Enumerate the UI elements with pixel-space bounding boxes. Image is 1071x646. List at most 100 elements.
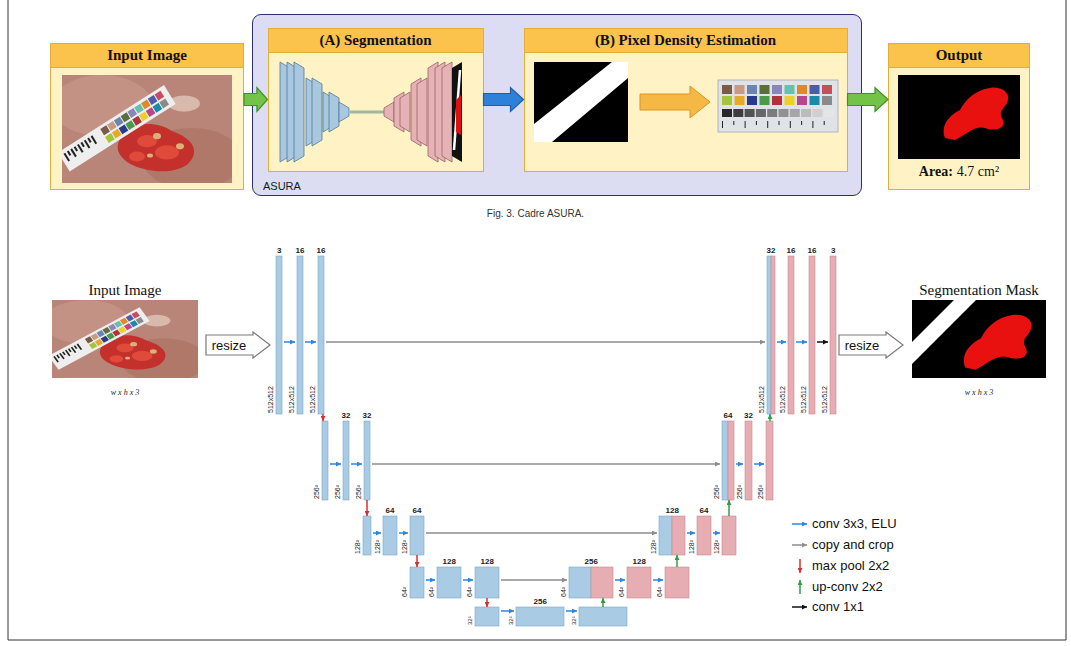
label-holder: 512x512	[821, 413, 848, 421]
ruler-tick	[67, 150, 71, 155]
label-holder: 256²	[736, 499, 750, 507]
feature-map	[516, 607, 564, 626]
wound-detail	[147, 153, 153, 157]
ruler-tick	[56, 355, 60, 359]
wound	[100, 335, 166, 369]
grey-patch	[801, 109, 811, 117]
feature-map	[364, 421, 370, 500]
skin	[62, 75, 232, 183]
chart-patch	[760, 85, 770, 94]
checker-patch	[112, 129, 122, 139]
feature-map	[343, 421, 349, 500]
checker-patch	[139, 112, 149, 122]
wound-detail	[155, 145, 179, 159]
conv-arrow	[284, 341, 295, 343]
chart-patch	[772, 85, 782, 94]
label-holder: 128²	[650, 554, 664, 562]
channel-count: 64	[724, 411, 733, 420]
figure-caption: Fig. 3. Cadre ASURA.	[487, 208, 584, 220]
feature-size: 64²	[466, 587, 474, 597]
label-holder: 3	[831, 246, 835, 255]
conv-arrow	[399, 532, 408, 534]
chart-patch	[735, 85, 745, 94]
up-conv-arrow	[676, 555, 678, 567]
feature-size: 512x512	[821, 386, 829, 413]
label-holder: 256	[534, 597, 547, 606]
area-text: 4.7 cm²	[957, 164, 999, 179]
channel-count: 128	[633, 557, 646, 566]
chart-patch	[722, 96, 732, 105]
decoder-layer	[400, 92, 410, 132]
copy-crop-arrow	[501, 579, 567, 581]
skin-tone	[121, 338, 198, 378]
segmentation-box: (A) Segmentation	[268, 28, 484, 172]
chart-patch	[760, 96, 770, 105]
mask-stripe	[454, 70, 460, 150]
legend-arrow	[792, 523, 807, 525]
conv-arrow	[351, 463, 362, 465]
copy-crop-arrow	[372, 463, 720, 465]
label-holder: 32	[744, 411, 753, 420]
upsampled-feature-map	[728, 421, 734, 500]
label-holder: 256²	[313, 499, 327, 507]
feature-map	[410, 567, 424, 598]
chart-tick	[812, 121, 813, 128]
channel-count: 32	[767, 246, 776, 255]
conv-arrow	[796, 341, 807, 343]
channel-count: 64	[413, 506, 422, 515]
checker-patch	[148, 95, 158, 105]
feature-map	[276, 256, 282, 414]
checker-patch	[89, 342, 97, 349]
dimension-holder: w x h x 3	[904, 381, 1054, 399]
area-line: Area:4.7 cm²	[889, 162, 1029, 181]
figure-frame	[8, 0, 1066, 640]
feature-map	[383, 516, 397, 555]
label-holder: 128²	[374, 554, 388, 562]
channel-count: 256	[534, 597, 547, 606]
label-holder: 32²	[508, 625, 517, 632]
resize-arrow: resize	[205, 331, 271, 359]
label-holder: 64²	[428, 597, 438, 605]
max-pool-arrow	[322, 414, 324, 421]
feature-size: 256²	[713, 485, 721, 499]
feature-map	[745, 421, 752, 500]
checker-patch	[141, 99, 151, 109]
label-holder: 512x512	[800, 413, 827, 421]
ruler-tick	[70, 148, 76, 157]
flow-arrow	[484, 88, 524, 112]
checker-patch	[146, 107, 156, 117]
output-box: OutputArea:4.7 cm²	[888, 43, 1030, 190]
chart-tick	[733, 121, 734, 125]
checker-patch	[105, 133, 115, 143]
channel-count: 64	[700, 506, 709, 515]
encoder-layer	[294, 62, 304, 162]
checker-patch	[97, 330, 105, 337]
label-holder: 16	[808, 246, 817, 255]
label-holder: 32	[342, 411, 351, 420]
ruler-tick	[53, 356, 59, 362]
chart-tick	[790, 121, 791, 128]
chart-patch	[772, 96, 782, 105]
checker-patch	[119, 124, 129, 134]
output-mask	[898, 75, 1020, 159]
decoder-layer	[411, 78, 421, 146]
chart-patch	[810, 85, 820, 94]
channel-count: 3	[831, 246, 835, 255]
chart-patch	[797, 96, 807, 105]
feature-size: 256²	[736, 485, 744, 499]
checker-patch	[118, 326, 126, 333]
legend-text: conv 3x3, ELU	[812, 516, 897, 532]
label-holder: 16	[317, 246, 326, 255]
channel-count: 3	[277, 246, 281, 255]
feature-size: 512x512	[779, 386, 787, 413]
skin-tone	[168, 95, 200, 111]
framework-group: (A) Segmentation(B) Pixel Density Estima…	[252, 14, 862, 196]
chart-tick	[756, 121, 757, 125]
chart-tick	[722, 121, 723, 128]
checker-patch	[127, 108, 137, 118]
conv-arrow	[501, 610, 514, 612]
encoder-layer	[329, 92, 339, 132]
feature-map	[665, 567, 689, 598]
label-holder: 64	[724, 411, 733, 420]
legend-item: up-conv 2x2	[812, 579, 883, 595]
